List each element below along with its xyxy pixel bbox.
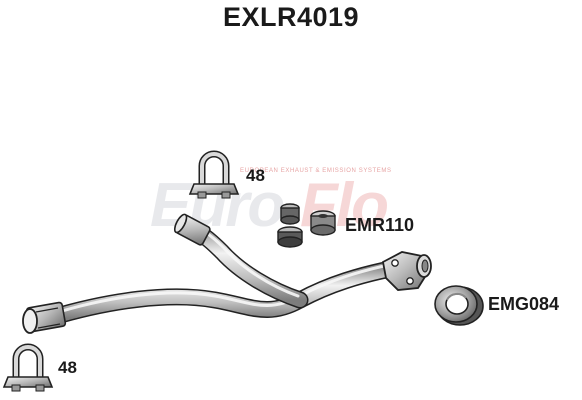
clamp-bottom-label: 48 — [58, 358, 77, 377]
exhaust-pipe-icon — [22, 213, 432, 334]
clamp-top-label: 48 — [246, 166, 265, 185]
mounting-label: EMR110 — [345, 215, 415, 235]
gasket-label: EMG084 — [488, 294, 560, 314]
watermark-tagline: EUROPEAN EXHAUST & EMISSION SYSTEMS — [240, 168, 392, 174]
euroflo-watermark-logo: Euro Flo — [150, 171, 389, 240]
rubber-mount-icon — [277, 203, 336, 248]
gasket-ring-icon — [434, 285, 484, 326]
svg-text:Euro: Euro — [150, 171, 283, 240]
u-bolt-clamp-icon — [2, 343, 54, 392]
part-number-title: EXLR4019 — [222, 2, 360, 32]
u-bolt-clamp-icon — [188, 150, 240, 199]
